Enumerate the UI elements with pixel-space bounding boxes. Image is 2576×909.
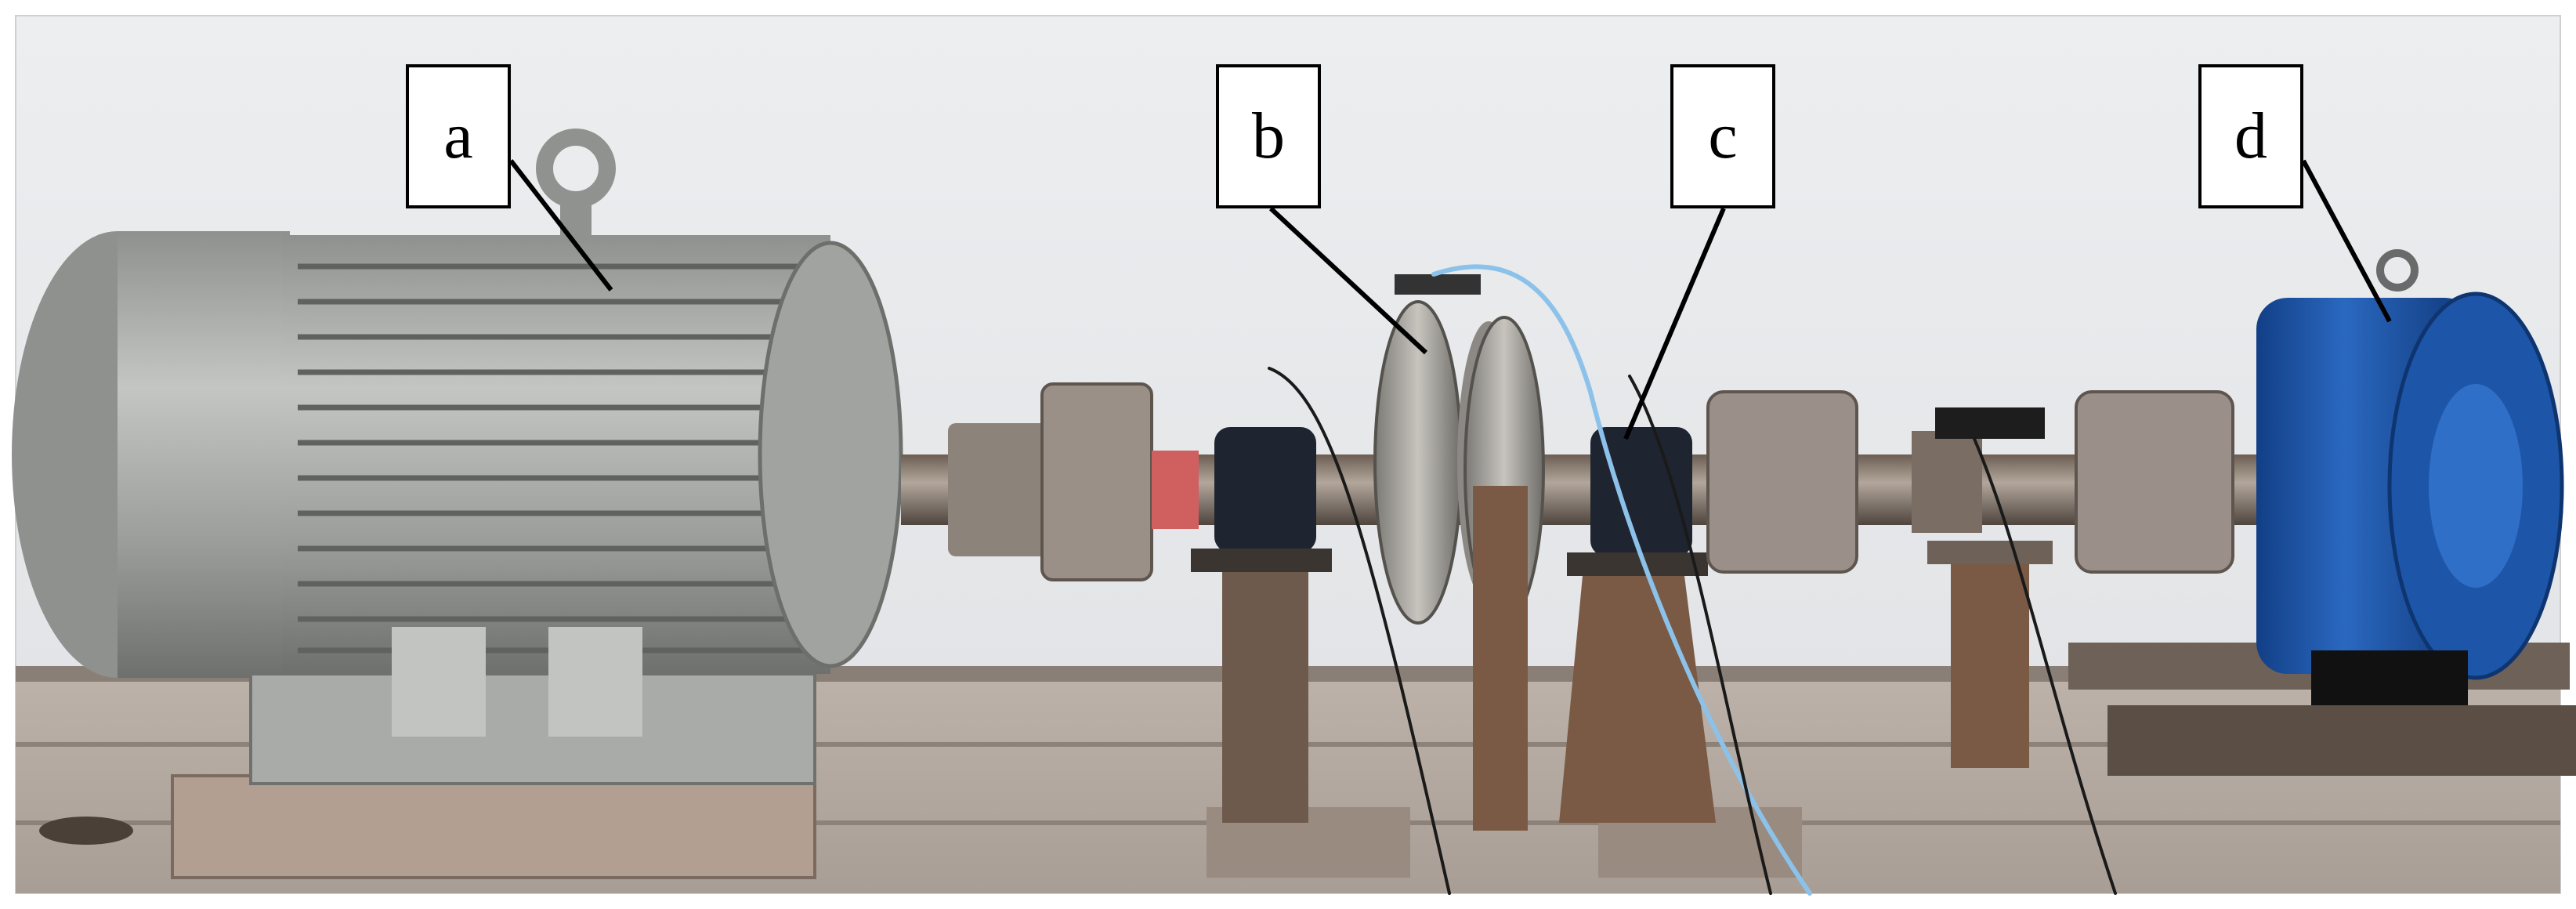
label-d: d: [2198, 64, 2303, 208]
label-a: a: [406, 64, 511, 208]
bearing-housing-right: [1559, 427, 1716, 823]
leader-d: [2301, 159, 2392, 323]
coupling-right: [1706, 390, 2234, 768]
load-brake: [2256, 249, 2564, 705]
leader-b: [1268, 206, 1428, 355]
label-b: b: [1216, 64, 1321, 208]
sensor-cables: [1268, 264, 2117, 896]
electric-motor: [12, 129, 903, 785]
callout-leaders: [508, 159, 2392, 440]
rotor-disc: [1373, 274, 1545, 831]
bearing-housing-left: [1191, 427, 1332, 823]
coupling-left: [948, 382, 1199, 581]
label-c: c: [1670, 64, 1775, 208]
leader-a: [508, 159, 613, 292]
leader-c: [1623, 207, 1726, 440]
